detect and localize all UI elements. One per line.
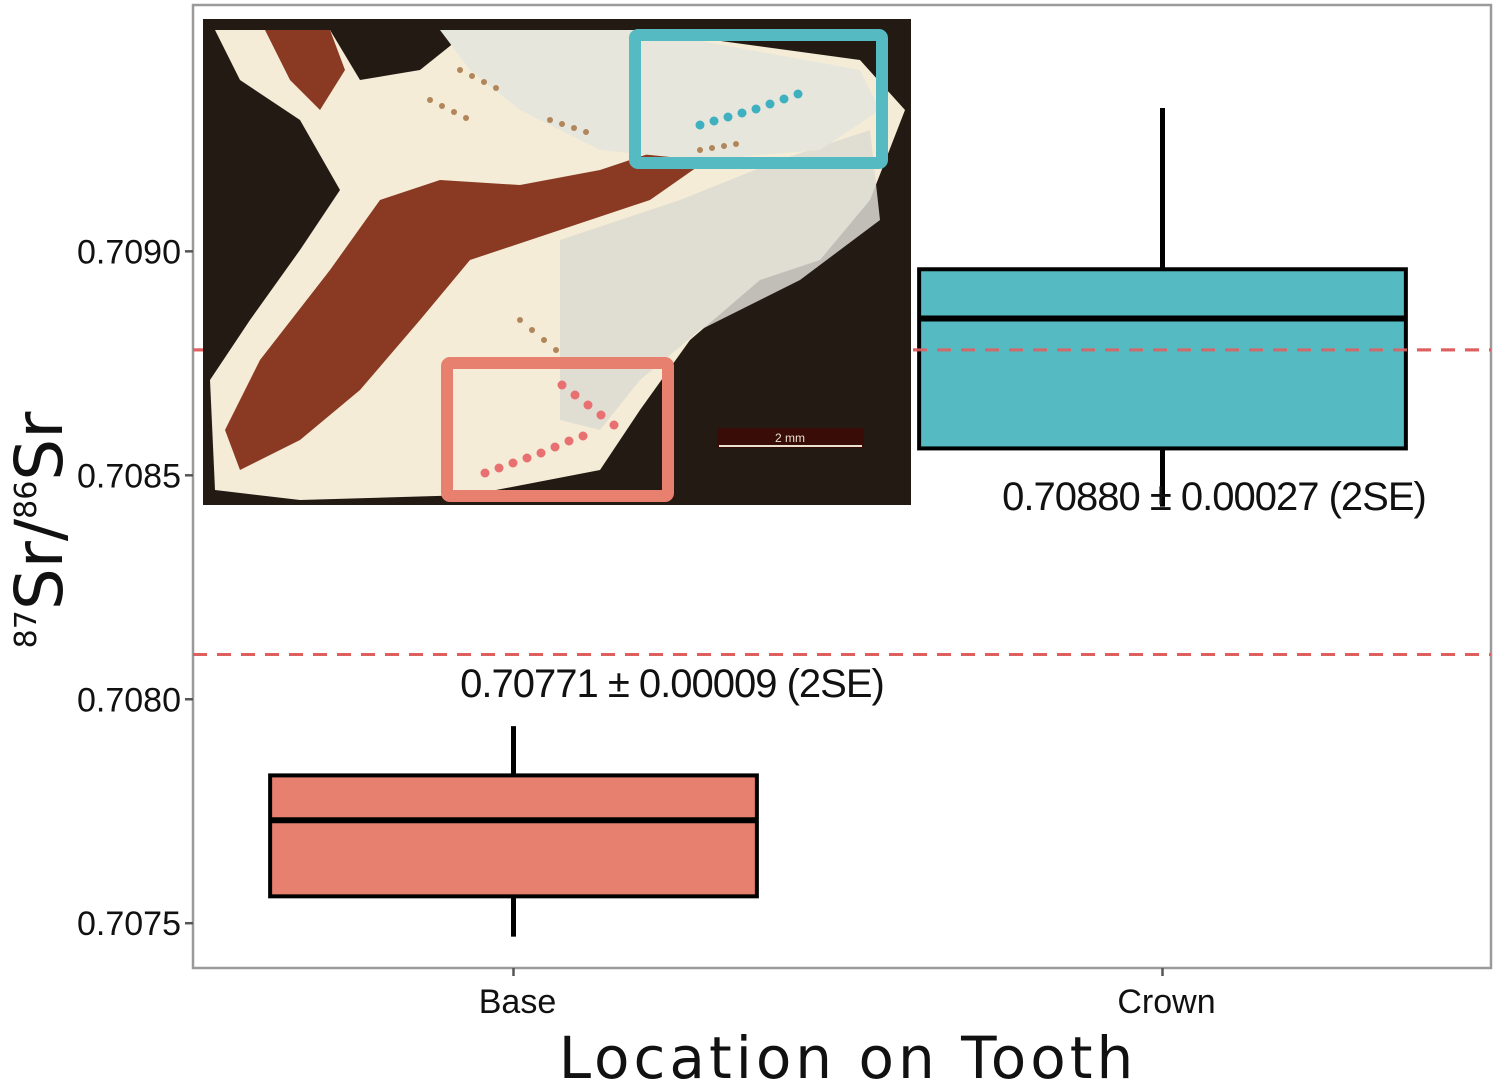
box-crown bbox=[917, 267, 1408, 451]
y-tick-label-2: 0.7085 bbox=[77, 457, 181, 495]
y-tick-label-1: 0.7080 bbox=[77, 681, 181, 719]
x-axis: Base Crown bbox=[479, 968, 1216, 1021]
tooth-pulp bbox=[225, 150, 700, 470]
scale-bar-label: 2 mm bbox=[775, 431, 805, 445]
y-axis: 0.7075 0.7080 0.7085 0.7090 bbox=[77, 233, 193, 943]
base-sample-dots bbox=[480, 380, 619, 478]
y-axis-title-mass-86: 86 bbox=[9, 481, 44, 519]
y-axis-title-mass-87: 87 bbox=[9, 610, 44, 648]
x-tick-label-base: Base bbox=[479, 983, 557, 1021]
annotation-crown: 0.70880 ± 0.00027 (2SE) bbox=[1002, 475, 1426, 519]
crown-sample-box bbox=[629, 29, 888, 169]
tooth-cross-section-photo: 2 mm bbox=[203, 19, 911, 505]
box-base bbox=[268, 773, 759, 899]
base-sample-box bbox=[441, 357, 674, 502]
annotation-base: 0.70771 ± 0.00009 (2SE) bbox=[460, 662, 884, 706]
crown-sample-dots bbox=[695, 89, 803, 130]
x-tick-label-crown: Crown bbox=[1117, 983, 1215, 1021]
tooth-upper-pulp bbox=[265, 30, 345, 110]
sampling-dots bbox=[427, 67, 739, 353]
y-tick-label-3: 0.7090 bbox=[77, 233, 181, 271]
scale-bar bbox=[717, 428, 864, 448]
y-axis-title: 87Sr/86Sr bbox=[1, 411, 78, 649]
box-annotations: 0.70771 ± 0.00009 (2SE) 0.70880 ± 0.00027… bbox=[460, 475, 1427, 706]
x-axis-title: Location on Tooth bbox=[559, 1024, 1137, 1086]
tooth-lower-enamel bbox=[560, 130, 880, 430]
y-tick-label-0: 0.7075 bbox=[77, 905, 181, 943]
tooth-crown-enamel bbox=[440, 30, 880, 160]
y-axis-title-sr: Sr/ bbox=[1, 518, 78, 610]
y-axis-title-sr-2: Sr bbox=[1, 411, 78, 481]
boxes bbox=[193, 108, 1491, 937]
